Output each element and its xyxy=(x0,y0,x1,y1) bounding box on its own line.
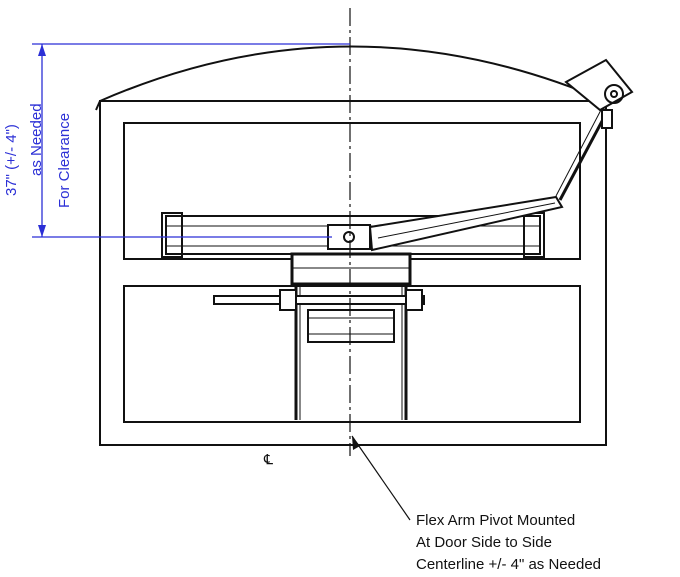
cross-rod xyxy=(213,295,425,305)
link-arm xyxy=(558,109,610,201)
pivot-pin xyxy=(343,231,355,243)
dimension-label-line-1: 37" (+/- 4") xyxy=(3,124,20,196)
note-line-2: At Door Side to Side xyxy=(416,534,552,551)
note-leader xyxy=(351,435,411,521)
dimension-arrow-top xyxy=(38,44,46,56)
center-inner-box xyxy=(307,309,395,343)
bracket-pin xyxy=(604,84,624,104)
lower-panel xyxy=(123,285,581,423)
note-line-3: Centerline +/- 4" as Needed xyxy=(416,556,602,573)
top-arch xyxy=(99,45,607,102)
arm-bracket xyxy=(564,58,634,112)
center-housing xyxy=(290,252,412,286)
dimension-label-line-2: as Needed xyxy=(28,103,45,176)
note-line-1: Flex Arm Pivot Mounted xyxy=(416,512,576,529)
pivot-block xyxy=(327,224,371,250)
dimension-arrow-bottom xyxy=(38,225,46,237)
frame-left-tab xyxy=(95,100,101,111)
closer-left-end xyxy=(161,212,183,258)
flex-arm xyxy=(368,195,564,252)
centerline-symbol: ℄ xyxy=(264,452,273,468)
note-leader-arrow xyxy=(352,436,360,450)
dimension-label-line-3: For Clearance xyxy=(56,112,73,208)
